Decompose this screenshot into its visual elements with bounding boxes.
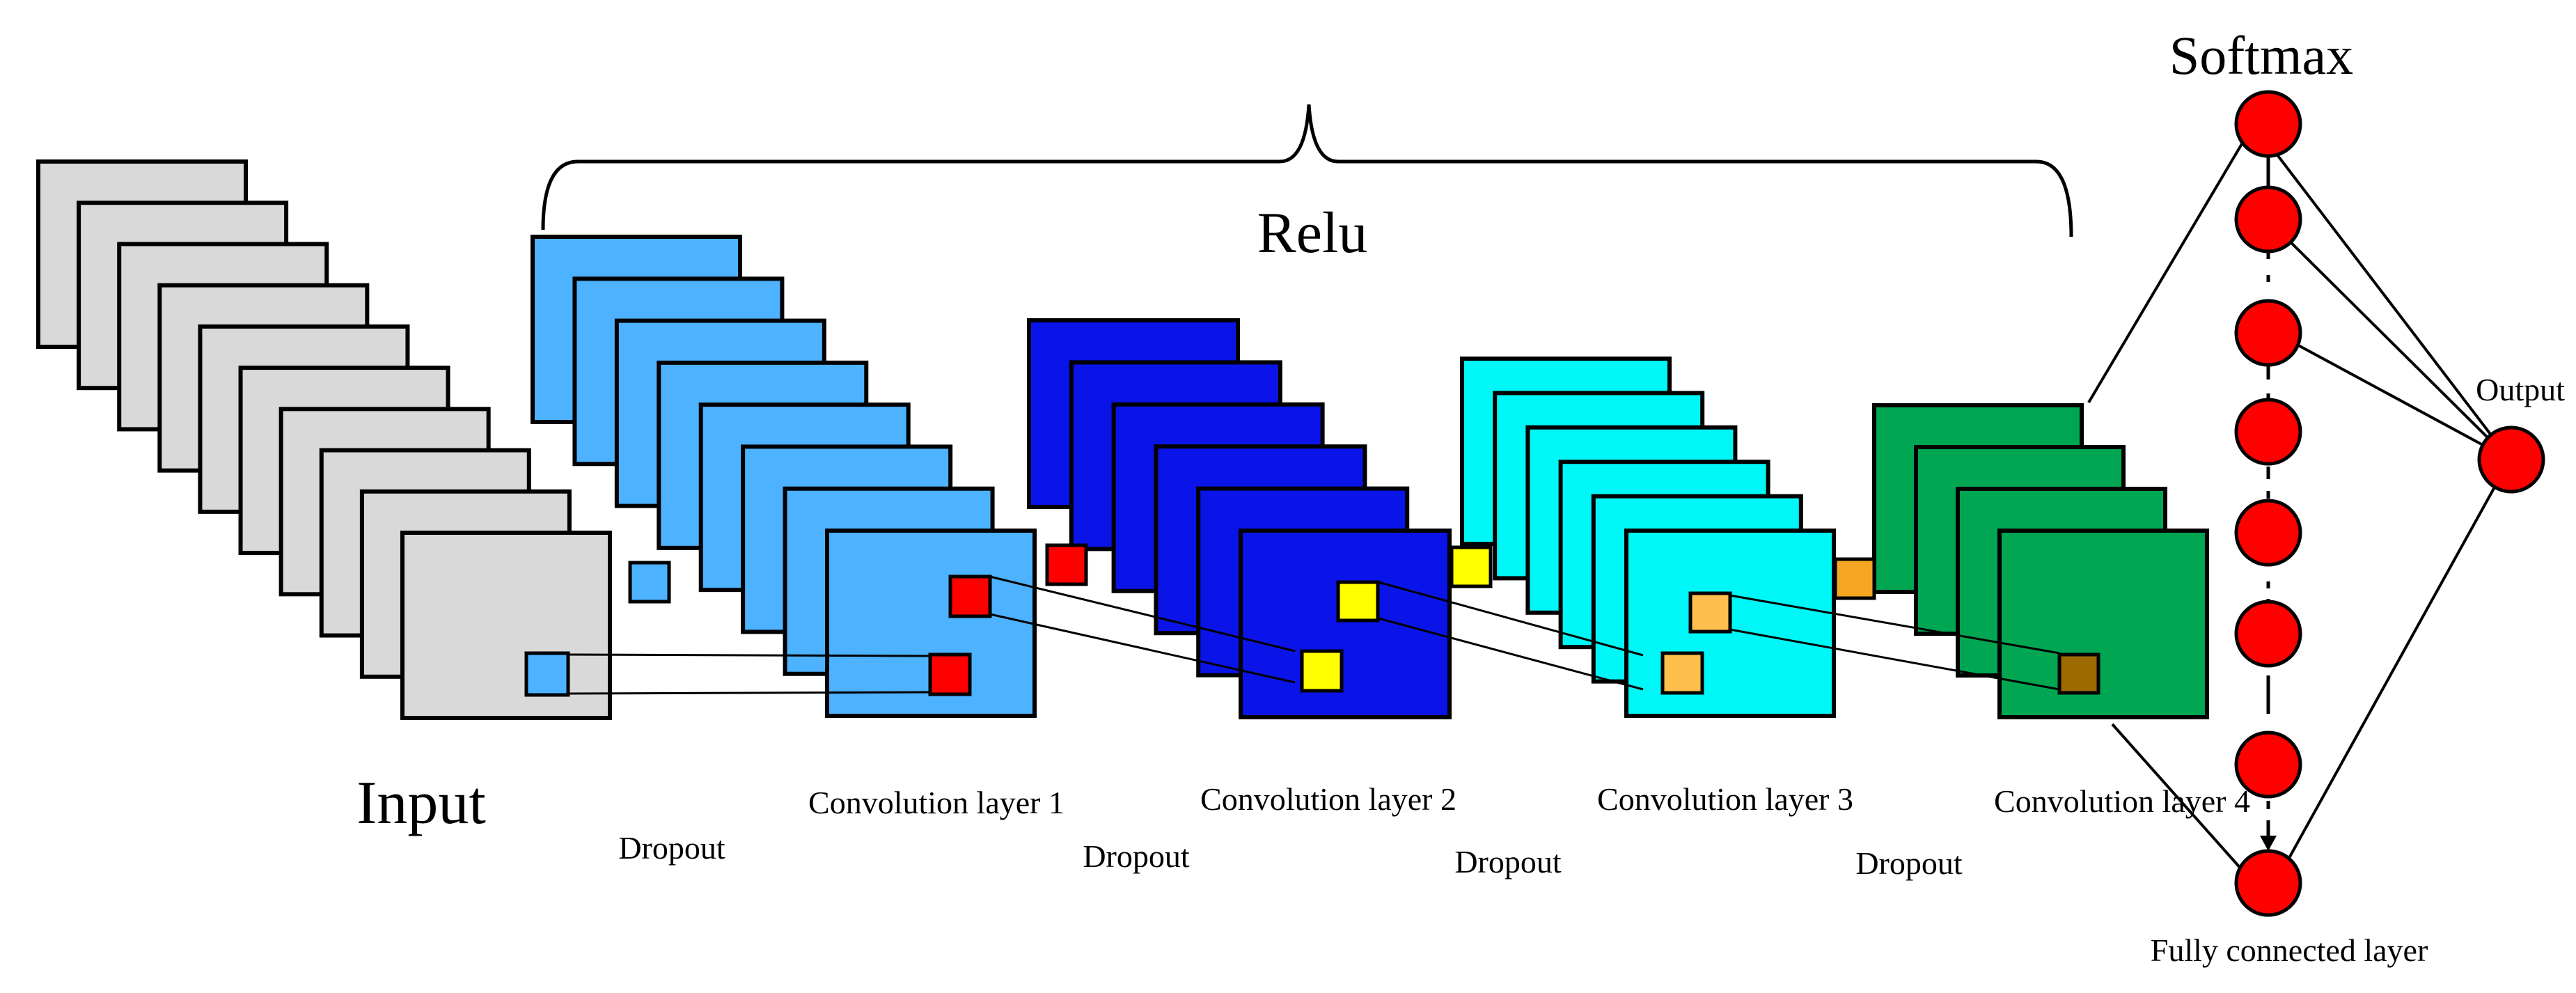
- conv1-kernel-lower: [928, 652, 972, 696]
- conv2-map-6: [1239, 529, 1452, 719]
- fc-node-3: [2234, 299, 2302, 367]
- fc-node-4: [2234, 398, 2302, 466]
- softmax-label: Softmax: [2169, 25, 2353, 86]
- conv2-kernel-upper: [1336, 580, 1380, 623]
- conv4-kernel: [2057, 652, 2100, 695]
- conv3-stack: [1460, 357, 1836, 718]
- dropout3-kernel: [1450, 545, 1493, 588]
- output-node: [2477, 425, 2545, 494]
- conv2-stack: [1027, 318, 1452, 719]
- conv3-kernel-lower: [1660, 651, 1704, 695]
- fc-node-1: [2234, 90, 2302, 158]
- dropout1-kernel: [628, 561, 671, 604]
- fully-connected-label: Fully connected layer: [2151, 932, 2428, 968]
- conv4-stack: [1872, 403, 2209, 719]
- conv1-kernel-upper: [948, 574, 992, 618]
- fc-node-8: [2234, 849, 2302, 917]
- fc-node-7: [2234, 730, 2302, 799]
- input-kernel: [524, 651, 570, 697]
- conv4-map-4: [1997, 529, 2209, 719]
- conv2-label: Convolution layer 2: [1200, 781, 1456, 817]
- dropout2-kernel: [1045, 543, 1088, 586]
- fc-node-6: [2234, 600, 2302, 668]
- conv1-stack: [531, 235, 1037, 718]
- input-stack: [36, 159, 612, 720]
- conv3-label: Convolution layer 3: [1597, 781, 1853, 817]
- fc-arrowhead: [2260, 836, 2277, 851]
- relu-brace: [541, 104, 2073, 237]
- input-label: Input: [356, 769, 486, 837]
- fc-node-5: [2234, 499, 2302, 567]
- dropout4-kernel: [1833, 557, 1876, 600]
- fc-hidden-nodes: [2234, 90, 2302, 917]
- input-map-10: [400, 531, 612, 720]
- dropout1-label: Dropout: [618, 830, 725, 866]
- conv4-label: Convolution layer 4: [1994, 783, 2250, 819]
- output-label: Output: [2476, 372, 2565, 407]
- conv3-kernel-upper: [1688, 591, 1732, 634]
- fc-connection-lines: [2087, 123, 2511, 884]
- dropout4-label: Dropout: [1855, 845, 1963, 881]
- conv1-label: Convolution layer 1: [808, 785, 1065, 820]
- kernel-connection-lines: [567, 575, 2060, 695]
- relu-label: Relu: [1257, 201, 1368, 265]
- dropout3-label: Dropout: [1454, 844, 1562, 879]
- conv2-kernel-lower: [1300, 649, 1344, 693]
- fc-node-2: [2234, 185, 2302, 253]
- dropout2-label: Dropout: [1083, 838, 1190, 874]
